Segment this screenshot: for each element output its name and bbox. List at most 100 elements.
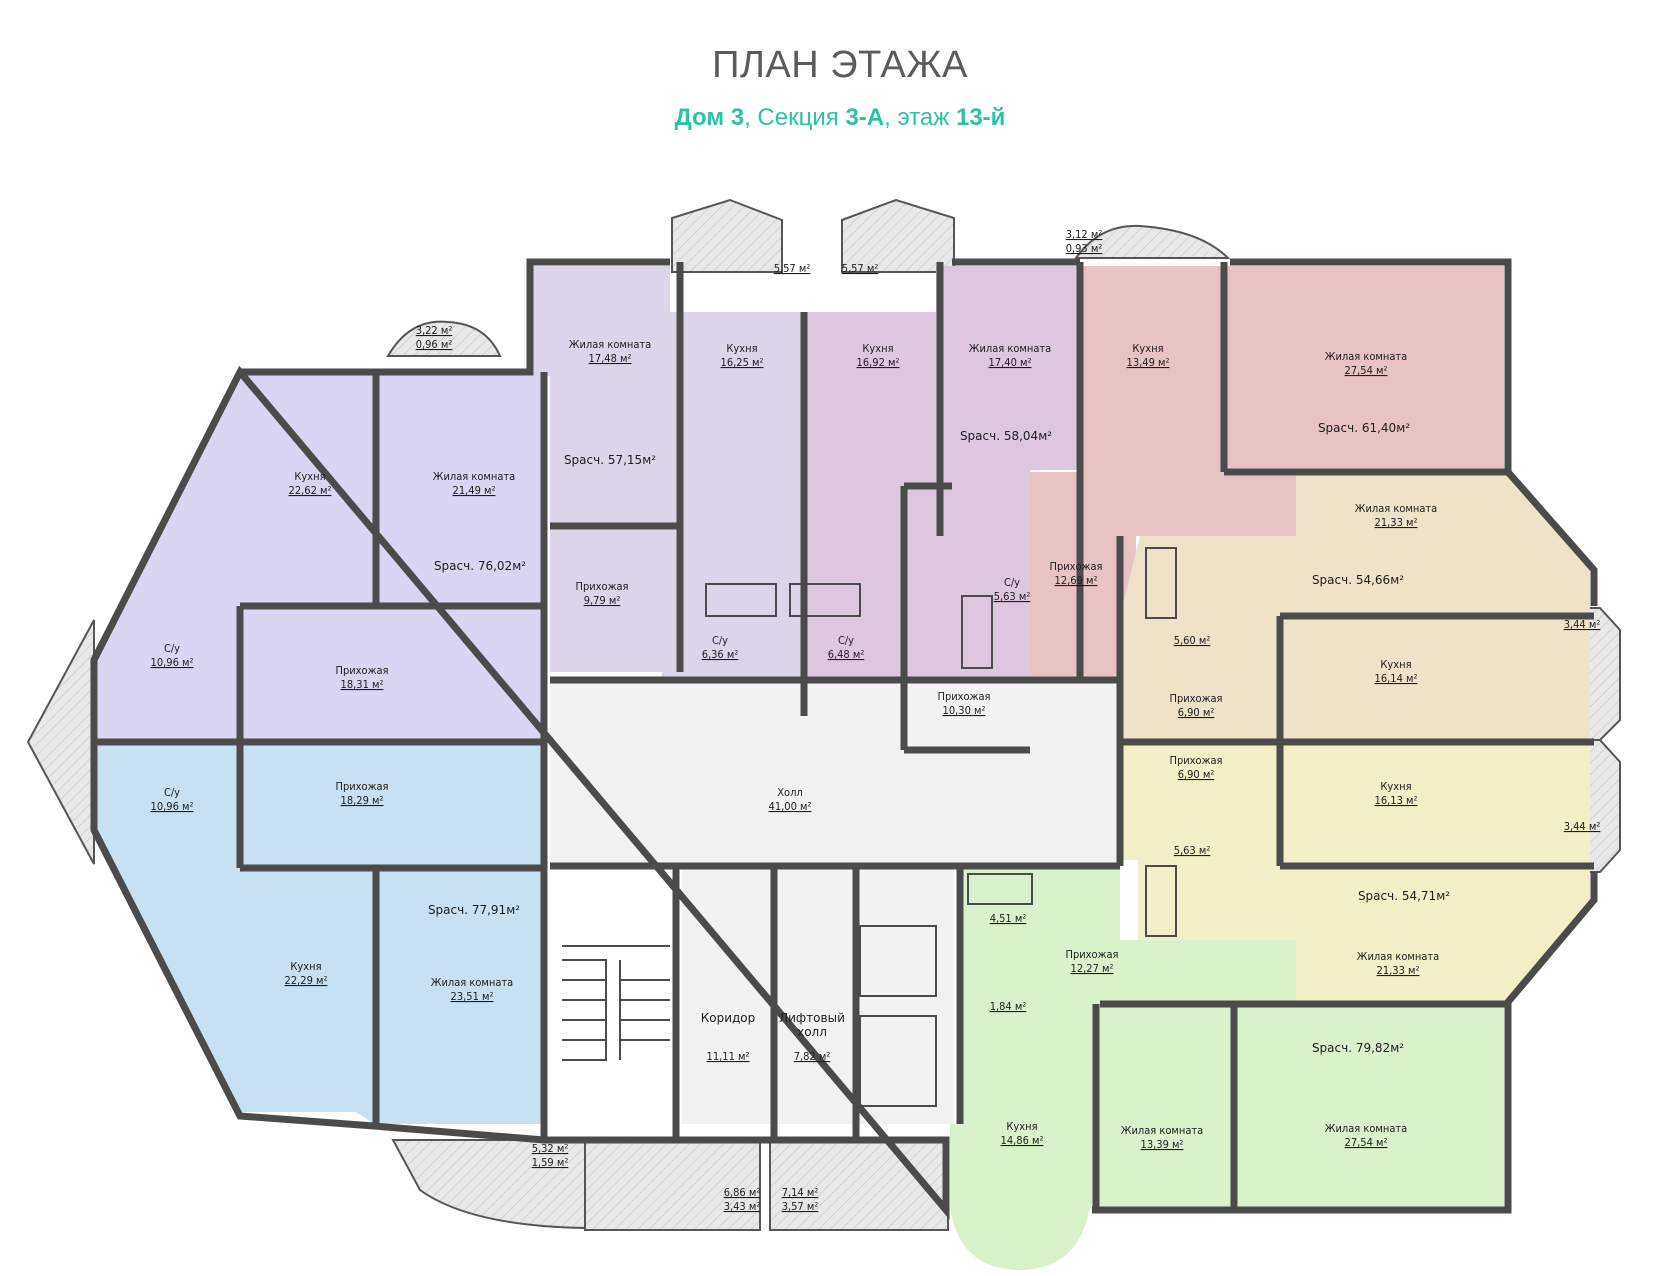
lift-2: [859, 1015, 937, 1107]
a6-kitchen-name: Кухня: [1380, 658, 1411, 671]
apartment-1: [94, 372, 544, 742]
a2-hall-area: 18,29 м²: [341, 794, 384, 807]
a8-kitchen-name: Кухня: [1006, 1120, 1037, 1133]
bath-fixture-a7: [1145, 865, 1177, 937]
house-number: Дом 3: [674, 104, 745, 131]
a3-hall-name: Прихожая: [576, 580, 629, 593]
page-title: ПЛАН ЭТАЖА: [712, 44, 968, 86]
a7-total-area: Sрасч. 54,71м²: [1358, 889, 1450, 903]
bath-fixture-a4: [789, 583, 861, 617]
a3-bath-area: 6,36 м²: [702, 648, 739, 661]
section-number: 3-А: [845, 104, 885, 131]
a3-kitchen-area: 16,25 м²: [721, 356, 764, 369]
a2-balcony-area-2: 1,59 м²: [532, 1156, 569, 1169]
corridor-block: [682, 866, 772, 1124]
floor-number: 13-й: [955, 104, 1006, 131]
a7-hall-name: Прихожая: [1170, 754, 1223, 767]
a1-total-area: Sрасч. 76,02м²: [434, 559, 526, 573]
a3-bath-name: С/у: [712, 634, 728, 647]
stair-block: [556, 866, 670, 1124]
left-triangle-shaft: [26, 619, 95, 865]
a2-living-area: 23,51 м²: [451, 990, 494, 1003]
a5-living-name: Жилая комната: [1325, 350, 1407, 363]
a7-kitchen-name: Кухня: [1380, 780, 1411, 793]
balcony-bottom-left: [391, 1139, 586, 1230]
corridor-name: Коридор: [701, 1011, 756, 1025]
a2-living-name: Жилая комната: [431, 976, 513, 989]
a8-hall-area: 12,27 м²: [1071, 962, 1114, 975]
a5-balcony-area-2: 0,93 м²: [1066, 242, 1103, 255]
a7-hall-area: 6,90 м²: [1178, 768, 1215, 781]
a8-hall-name: Прихожая: [1066, 948, 1119, 961]
a3-living-area: 17,48 м²: [589, 352, 632, 365]
apartment-7: [1120, 742, 1590, 1002]
a1-living-area: 21,49 м²: [453, 484, 496, 497]
apartments: [26, 266, 1590, 1270]
a5-bath-area: 5,63 м²: [994, 590, 1031, 603]
a6-hall-area: 6,90 м²: [1178, 706, 1215, 719]
bath-fixture-a3: [705, 583, 777, 617]
balcony-top-center-right: [841, 198, 955, 273]
a8-living2-name: Жилая комната: [1325, 1122, 1407, 1135]
a1-living-name: Жилая комната: [433, 470, 515, 483]
a6-total-area: Sрасч. 54,66м²: [1312, 573, 1404, 587]
a7-living-area: 21,33 м²: [1377, 964, 1420, 977]
a2-balcony-area-1: 5,32 м²: [532, 1142, 569, 1155]
a3-living-name: Жилая комната: [569, 338, 651, 351]
a4-living-name: Жилая комната: [969, 342, 1051, 355]
a2-hall-name: Прихожая: [336, 780, 389, 793]
balcony-top-right: [1074, 224, 1231, 259]
bottom-balcony1-area-2: 3,43 м²: [724, 1200, 761, 1213]
a8-living1-area: 13,39 м²: [1141, 1138, 1184, 1151]
a8-living2-area: 27,54 м²: [1345, 1136, 1388, 1149]
hall-name: Холл: [777, 786, 803, 799]
a3-total-area: Sрасч. 57,15м²: [564, 453, 656, 467]
a5-balcony-area-1: 3,12 м²: [1066, 228, 1103, 241]
a5-bath-name: С/у: [1004, 576, 1020, 589]
a3-kitchen-name: Кухня: [726, 342, 757, 355]
a1-hall-area: 18,31 м²: [341, 678, 384, 691]
a6-kitchen-area: 16,14 м²: [1375, 672, 1418, 685]
a1-kitchen-name: Кухня: [294, 470, 325, 483]
a1-bath-name: С/у: [164, 642, 180, 655]
a8-kitchen-area: 14,86 м²: [1001, 1134, 1044, 1147]
apartment-3: [530, 266, 804, 716]
a2-kitchen-name: Кухня: [290, 960, 321, 973]
a4-kitchen-area: 16,92 м²: [857, 356, 900, 369]
bath-fixture-a6: [1145, 547, 1177, 619]
a7-living-name: Жилая комната: [1357, 950, 1439, 963]
a8-bath2-area: 1,84 м²: [990, 1000, 1027, 1013]
a1-balcony-area-2: 0,96 м²: [416, 338, 453, 351]
bottom-balcony1-area-1: 6,86 м²: [724, 1186, 761, 1199]
a4-hall-name: Прихожая: [938, 690, 991, 703]
apartment-6: [1120, 472, 1590, 742]
a5-hall-area: 12,69 м²: [1055, 574, 1098, 587]
a6-living-area: 21,33 м²: [1375, 516, 1418, 529]
lift-1: [859, 925, 937, 997]
a8-bath1-area: 4,51 м²: [990, 912, 1027, 925]
subtitle-sep-1: , Секция: [744, 104, 846, 131]
a2-bath-name: С/у: [164, 786, 180, 799]
a5-total-area: Sрасч. 61,40м²: [1318, 421, 1410, 435]
apartment-8: [950, 866, 1504, 1270]
a4-living-area: 17,40 м²: [989, 356, 1032, 369]
a7-balcony-area: 3,44 м²: [1564, 820, 1601, 833]
bath-fixture-a5: [961, 595, 993, 669]
a5-kitchen-area: 13,49 м²: [1127, 356, 1170, 369]
a4-bath-name: С/у: [838, 634, 854, 647]
common-hall: [550, 680, 1120, 866]
lift-hall-name-1: Лифтовый: [779, 1011, 845, 1025]
bottom-balcony2-area-1: 7,14 м²: [782, 1186, 819, 1199]
room-labels: Кухня 22,62 м² Жилая комната 21,49 м² Sр…: [151, 228, 1601, 1213]
a6-balcony-area: 3,44 м²: [1564, 618, 1601, 631]
hall-area: 41,00 м²: [769, 800, 812, 813]
stair-flights: [562, 945, 670, 1061]
apartment-2: [94, 742, 544, 1124]
bottom-balcony2-area-2: 3,57 м²: [782, 1200, 819, 1213]
a4-kitchen-name: Кухня: [862, 342, 893, 355]
a2-kitchen-area: 22,29 м²: [285, 974, 328, 987]
a8-living1-name: Жилая комната: [1121, 1124, 1203, 1137]
a1-bath-area: 10,96 м²: [151, 656, 194, 669]
a4-balcony-area: 5,57 м²: [842, 262, 879, 275]
